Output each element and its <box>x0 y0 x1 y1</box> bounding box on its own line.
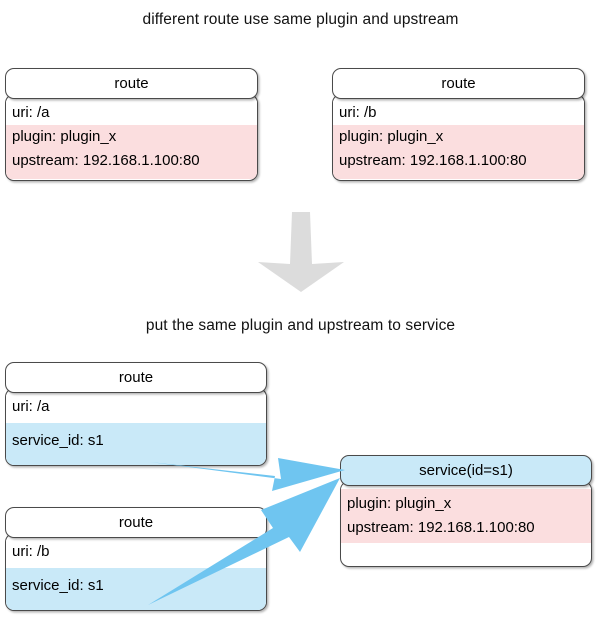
route-box-a-top-header: route <box>5 68 258 99</box>
route-box-a-top-body: uri: /a plugin: plugin_x upstream: 192.1… <box>5 94 258 181</box>
route-box-b-bottom-body: uri: /b service_id: s1 <box>5 533 267 611</box>
bottom-section-title: put the same plugin and upstream to serv… <box>145 317 456 334</box>
service-box-body: plugin: plugin_x upstream: 192.168.1.100… <box>340 481 592 567</box>
route-box-b-top: route uri: /b plugin: plugin_x upstream:… <box>332 68 585 181</box>
route-box-a-top-row-plugin: plugin: plugin_x <box>6 125 257 149</box>
route-box-b-top-row-uri: uri: /b <box>333 101 584 125</box>
service-box: service(id=s1) plugin: plugin_x upstream… <box>340 455 592 567</box>
transition-down-arrow <box>258 212 344 292</box>
route-box-b-bottom-header-label: route <box>118 514 154 531</box>
service-box-header: service(id=s1) <box>340 455 592 486</box>
top-section-title: different route use same plugin and upst… <box>142 11 459 28</box>
route-box-a-bottom-header-label: route <box>118 369 154 386</box>
route-box-b-top-body: uri: /b plugin: plugin_x upstream: 192.1… <box>332 94 585 181</box>
route-box-a-bottom-header: route <box>5 362 267 393</box>
route-box-a-top-row-uri: uri: /a <box>6 101 257 125</box>
route-box-a-bottom: route uri: /a service_id: s1 <box>5 362 267 466</box>
route-box-b-top-header: route <box>332 68 585 99</box>
service-box-row-upstream: upstream: 192.168.1.100:80 <box>341 516 591 543</box>
route-box-b-bottom-header: route <box>5 507 267 538</box>
route-box-b-bottom-row-uri: uri: /b <box>6 540 266 568</box>
route-box-a-bottom-row-uri: uri: /a <box>6 395 266 423</box>
route-box-a-top-header-label: route <box>114 75 149 92</box>
service-box-spacer-bottom <box>341 543 591 550</box>
route-box-a-bottom-row-service-id: service_id: s1 <box>6 423 266 465</box>
route-box-b-top-header-label: route <box>441 75 476 92</box>
route-box-b-bottom-row-service-id: service_id: s1 <box>6 568 266 610</box>
route-box-b-top-row-upstream: upstream: 192.168.1.100:80 <box>333 149 584 179</box>
route-box-b-bottom: route uri: /b service_id: s1 <box>5 507 267 611</box>
service-box-row-plugin: plugin: plugin_x <box>341 489 591 516</box>
route-box-b-top-row-plugin: plugin: plugin_x <box>333 125 584 149</box>
route-box-a-top: route uri: /a plugin: plugin_x upstream:… <box>5 68 258 181</box>
route-box-a-bottom-body: uri: /a service_id: s1 <box>5 388 267 466</box>
service-box-header-label: service(id=s1) <box>419 462 513 479</box>
route-box-a-top-row-upstream: upstream: 192.168.1.100:80 <box>6 149 257 179</box>
